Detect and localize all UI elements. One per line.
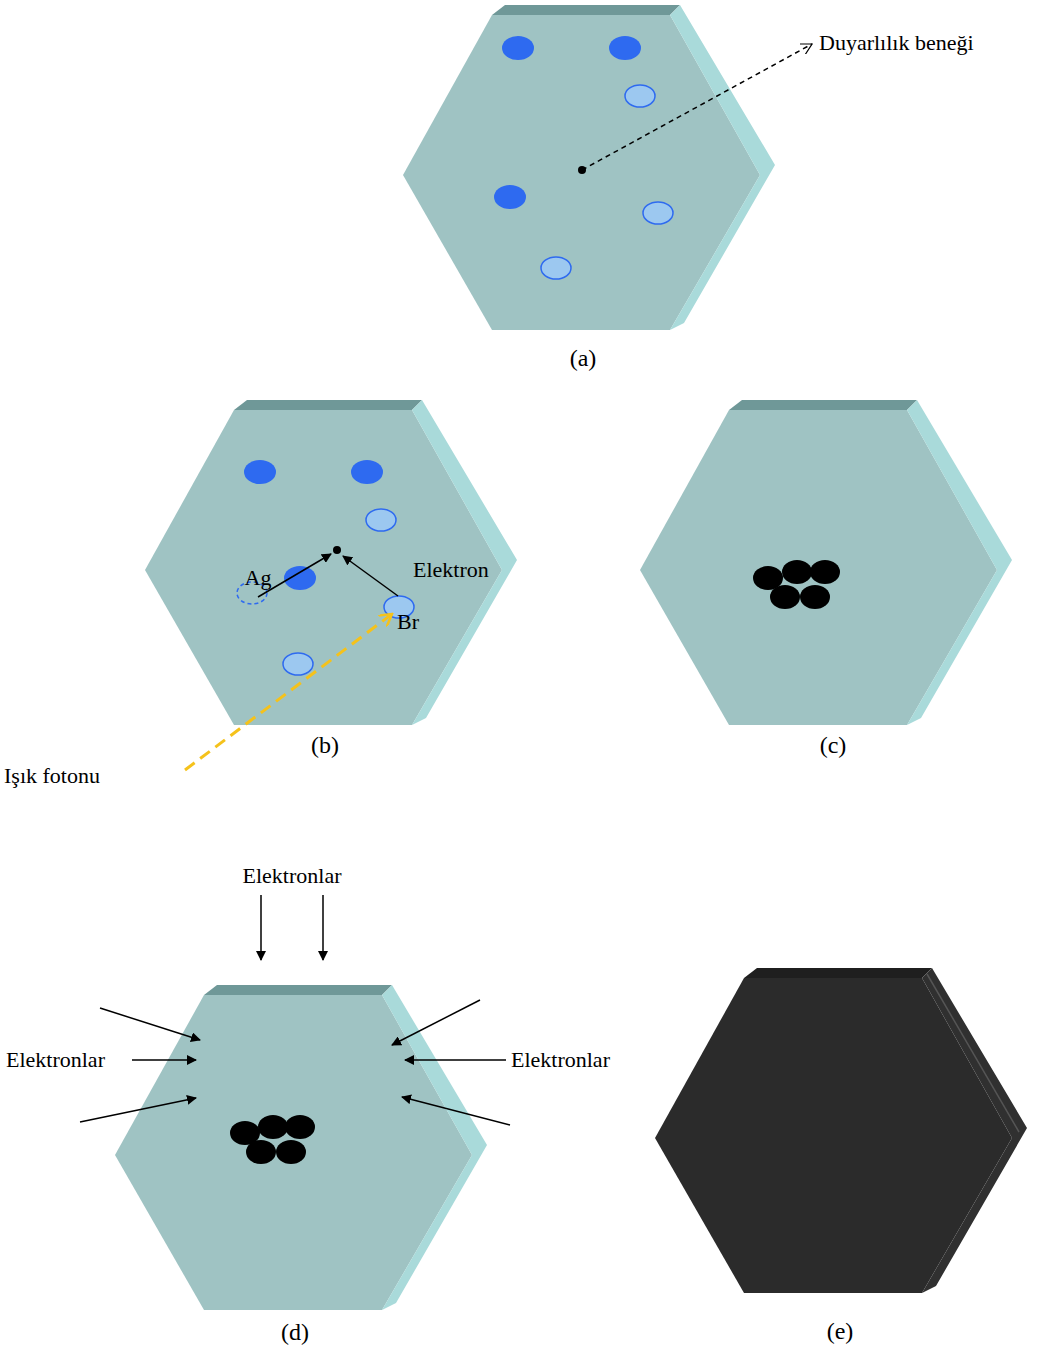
hexagonal-crystal <box>403 5 775 330</box>
crystal-node: (d) <box>115 985 487 1310</box>
part-label: Elektron <box>413 558 489 582</box>
annotation-label: Duyarlılık beneği <box>819 31 974 55</box>
panel-caption: (e) <box>827 1318 854 1344</box>
hexagonal-crystal <box>640 400 1012 725</box>
part-label: Br <box>397 610 419 634</box>
part-label: Ag <box>245 566 272 590</box>
panel-caption: (d) <box>281 1319 309 1345</box>
annotation-label: Elektronlar <box>511 1048 610 1072</box>
annotation-label: Işık fotonu <box>4 764 100 788</box>
panel-caption: (a) <box>570 345 597 371</box>
hexagonal-crystal <box>655 968 1027 1293</box>
annotation-label: Elektronlar <box>243 864 342 888</box>
panel-caption: (b) <box>311 732 339 758</box>
panel-caption: (c) <box>820 732 847 758</box>
hexagonal-crystal <box>115 985 487 1310</box>
annotation-label: Elektronlar <box>6 1048 105 1072</box>
crystal-node: (e) <box>655 968 1027 1293</box>
crystal-node: (c) <box>640 400 1012 725</box>
crystal-node: AgElektronBr(b) <box>145 400 517 725</box>
crystal-node: (a) <box>403 5 775 330</box>
